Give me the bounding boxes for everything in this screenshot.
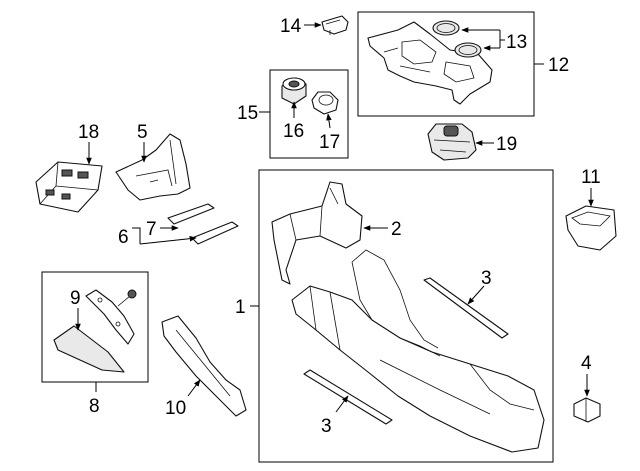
screw-part [117,289,137,307]
top-panel-part [367,21,493,105]
clip-part [321,15,349,35]
leader-17 [326,113,332,129]
side-trim-panel [53,325,125,373]
callout-2: 2 [391,219,402,240]
cup-holder-ring-upper [432,20,460,36]
callout-14: 14 [280,16,302,37]
callout-17: 17 [319,132,340,153]
bracket-part [115,133,191,201]
trim-strip-lower [191,221,239,245]
leader-10 [187,379,201,397]
callout-6: 6 [118,227,129,248]
leader-3a [467,285,485,305]
callout-16: 16 [283,121,304,142]
leader-6 [132,227,141,244]
callout-9: 9 [70,288,81,309]
power-socket-part [281,77,307,105]
callout-7: 7 [146,219,157,240]
group-box-console [258,169,554,463]
callout-18: 18 [78,122,99,143]
callout-5: 5 [137,122,148,143]
callout-19: 19 [496,134,517,155]
callout-8: 8 [89,396,100,417]
switch-assembly-part [427,123,477,161]
callout-1: 1 [235,297,246,318]
side-trim-bracket [85,289,135,345]
callout-12: 12 [548,55,569,76]
callout-3b: 3 [321,416,332,437]
leader-3b [335,395,349,413]
cup-insert-part [565,205,617,251]
strip-upper-part [423,277,509,339]
callout-4: 4 [581,353,592,374]
group-box-power-outlet [269,69,349,159]
small-bracket-part [573,397,601,423]
callout-3a: 3 [481,268,492,289]
callout-11: 11 [581,167,601,188]
console-body-part [291,249,545,453]
callout-13: 13 [506,32,527,53]
cup-holder-ring-lower [454,42,482,58]
trim-strip-upper [167,203,215,225]
socket-cap-part [311,91,339,115]
group-box-side-trim [41,271,149,383]
callout-10: 10 [165,398,186,419]
console-bracket-part [271,181,363,285]
callout-15: 15 [237,103,258,124]
switch-panel-part [35,161,103,213]
side-panel-part [161,315,247,417]
